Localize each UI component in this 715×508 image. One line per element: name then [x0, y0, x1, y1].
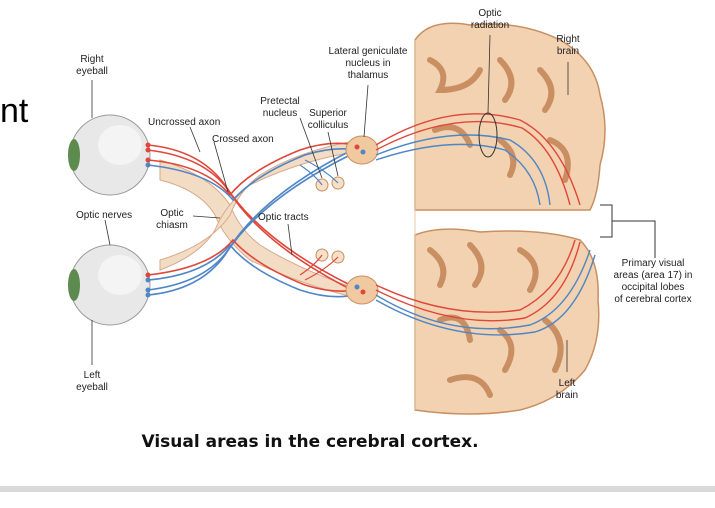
label-optic-radiation-2: radiation	[471, 20, 509, 31]
label-left-eyeball-1: Left	[84, 370, 101, 381]
optic-radiation-upper	[375, 113, 581, 206]
label-optic-nerves: Optic nerves	[76, 210, 132, 221]
label-right-brain-1: Right	[556, 34, 580, 45]
right-eyeball	[68, 114, 151, 196]
right-eye-fibers	[147, 142, 359, 291]
label-primary-visual-4: of cerebral cortex	[614, 294, 691, 305]
optic-radiation-lower	[375, 239, 596, 336]
slide-footer-bar	[0, 486, 715, 492]
label-right-eyeball-2: eyeball	[76, 66, 108, 77]
pretectal-superior-colliculus-lower	[299, 248, 345, 281]
label-crossed-axon: Crossed axon	[212, 134, 274, 145]
label-primary-visual-1: Primary visual	[622, 258, 685, 269]
lateral-geniculate-lower	[345, 275, 379, 305]
pretectal-superior-colliculus-upper	[299, 159, 345, 192]
label-primary-visual-2: areas (area 17) in	[614, 270, 693, 281]
label-optic-radiation-1: Optic	[478, 8, 501, 19]
label-right-brain-2: brain	[557, 46, 579, 57]
label-left-eyeball-2: eyeball	[76, 382, 108, 393]
leader-lines	[91, 34, 569, 372]
label-lateral-geniculate-2: nucleus in	[345, 58, 390, 69]
brain-section-left	[414, 228, 600, 415]
lateral-geniculate-upper	[345, 135, 379, 165]
label-lateral-geniculate-1: Lateral geniculate	[329, 46, 408, 57]
label-pretectal-1: Pretectal	[260, 96, 299, 107]
label-lateral-geniculate-3: thalamus	[348, 70, 389, 81]
left-eyeball	[68, 244, 151, 326]
label-right-eyeball-1: Right	[80, 54, 104, 65]
visual-pathway-diagram: Optic radiation Right brain Right eyebal…	[68, 8, 693, 415]
figure-caption: Visual areas in the cerebral cortex.	[141, 432, 479, 452]
label-primary-visual-3: occipital lobes	[622, 282, 685, 293]
brain-section-right	[414, 22, 606, 211]
retina-dots	[145, 142, 151, 298]
label-superior-colliculus-1: Superior	[309, 108, 347, 119]
label-superior-colliculus-2: colliculus	[308, 120, 349, 131]
label-optic-chiasm-2: chiasm	[156, 220, 188, 231]
label-left-brain-1: Left	[559, 378, 576, 389]
label-left-brain-2: brain	[556, 390, 578, 401]
slide-title-fragment: nt	[0, 92, 29, 130]
left-eye-fibers	[147, 149, 359, 298]
label-optic-chiasm-1: Optic	[160, 208, 183, 219]
primary-visual-bracket	[600, 204, 656, 258]
label-optic-tracts: Optic tracts	[258, 212, 309, 223]
label-pretectal-2: nucleus	[263, 108, 297, 119]
label-uncrossed-axon: Uncrossed axon	[148, 117, 220, 128]
